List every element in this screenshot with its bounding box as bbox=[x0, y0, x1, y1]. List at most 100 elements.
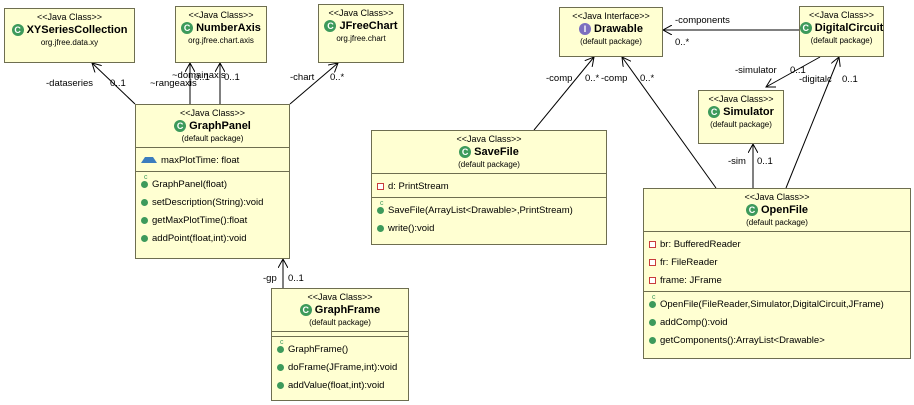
method-text: getMaxPlotTime():float bbox=[152, 214, 248, 226]
class-icon: C bbox=[745, 204, 758, 216]
class-icon: C bbox=[11, 24, 24, 36]
method-text: getComponents():ArrayList<Drawable> bbox=[660, 334, 825, 346]
private-field-icon bbox=[377, 182, 384, 190]
method-text: OpenFile(FileReader,Simulator,DigitalCir… bbox=[660, 298, 884, 310]
role-components: -components bbox=[675, 15, 730, 26]
methods-section: GraphFrame() doFrame(JFrame,int):void ad… bbox=[272, 337, 408, 396]
stereotype: <<Java Class>> bbox=[36, 12, 103, 22]
role-rangeaxis: ~rangeaxis bbox=[150, 78, 197, 89]
method-row[interactable]: SaveFile(ArrayList<Drawable>,PrintStream… bbox=[372, 200, 606, 219]
mult-chart: 0..* bbox=[330, 72, 345, 83]
constructor-icon bbox=[377, 200, 384, 214]
class-name: GraphPanel bbox=[189, 120, 251, 132]
method-row[interactable]: setDescription(String):void bbox=[136, 193, 289, 211]
public-method-icon bbox=[277, 363, 284, 371]
stereotype: <<Java Class>> bbox=[456, 134, 522, 144]
method-text: doFrame(JFrame,int):void bbox=[288, 361, 398, 373]
method-row[interactable]: GraphPanel(float) bbox=[136, 174, 289, 193]
public-method-icon bbox=[649, 336, 656, 344]
method-row[interactable]: getComponents():ArrayList<Drawable> bbox=[644, 331, 910, 349]
field-row[interactable]: fr: FileReader bbox=[644, 253, 910, 271]
package-name: (default package) bbox=[810, 36, 873, 45]
stereotype: <<Java Interface>> bbox=[572, 11, 650, 21]
field-row[interactable]: d: PrintStream bbox=[372, 177, 606, 195]
mult-rangeaxis: 0..1 bbox=[194, 72, 210, 83]
field-row[interactable]: frame: JFrame bbox=[644, 271, 910, 289]
class-icon: C bbox=[174, 120, 187, 132]
method-row[interactable]: OpenFile(FileReader,Simulator,DigitalCir… bbox=[644, 294, 910, 313]
protected-field-icon bbox=[141, 157, 157, 163]
mult-components: 0..* bbox=[675, 37, 690, 48]
private-field-icon bbox=[649, 258, 656, 266]
role-chart: -chart bbox=[290, 72, 315, 83]
role-comp-open: -comp bbox=[601, 73, 627, 84]
stereotype: <<Java Class>> bbox=[328, 8, 394, 18]
method-text: addComp():void bbox=[660, 316, 728, 328]
private-field-icon bbox=[649, 240, 656, 248]
constructor-icon bbox=[649, 294, 656, 308]
method-row[interactable]: addValue(float,int):void bbox=[272, 376, 408, 394]
fields-section: br: BufferedReader fr: FileReader frame:… bbox=[644, 232, 910, 292]
public-method-icon bbox=[377, 224, 384, 232]
class-name: JFreeChart bbox=[339, 20, 398, 32]
package-name: org.jfree.data.xy bbox=[40, 38, 99, 47]
class-icon: C bbox=[799, 22, 812, 34]
method-row[interactable]: write():void bbox=[372, 219, 606, 237]
mult-comp-open: 0..* bbox=[640, 73, 655, 84]
constructor-icon bbox=[141, 174, 148, 188]
class-icon: C bbox=[459, 146, 472, 158]
method-text: addPoint(float,int):void bbox=[152, 232, 247, 244]
method-text: write():void bbox=[388, 222, 435, 234]
fields-section: d: PrintStream bbox=[372, 174, 606, 198]
class-name: Simulator bbox=[723, 106, 774, 118]
assoc-comp-save-line bbox=[533, 57, 594, 131]
public-method-icon bbox=[649, 318, 656, 326]
field-text: br: BufferedReader bbox=[660, 238, 741, 250]
field-row[interactable]: maxPlotTime: float bbox=[136, 151, 289, 169]
mult-comp-save: 0..* bbox=[585, 73, 600, 84]
package-name: (default package) bbox=[580, 37, 642, 46]
method-row[interactable]: addComp():void bbox=[644, 313, 910, 331]
package-name: (default package) bbox=[710, 120, 772, 129]
public-method-icon bbox=[141, 198, 148, 206]
method-text: SaveFile(ArrayList<Drawable>,PrintStream… bbox=[388, 204, 573, 216]
interface-icon: I bbox=[579, 23, 592, 35]
class-icon: C bbox=[324, 20, 337, 32]
method-row[interactable]: addPoint(float,int):void bbox=[136, 229, 289, 247]
field-row[interactable]: br: BufferedReader bbox=[644, 235, 910, 253]
method-row[interactable]: getMaxPlotTime():float bbox=[136, 211, 289, 229]
stereotype: <<Java Class>> bbox=[179, 108, 246, 118]
mult-domainaxis: 0..1 bbox=[224, 72, 240, 83]
method-row[interactable]: GraphFrame() bbox=[272, 339, 408, 358]
stereotype: <<Java Class>> bbox=[744, 192, 810, 202]
methods-section: OpenFile(FileReader,Simulator,DigitalCir… bbox=[644, 292, 910, 351]
package-name: (default package) bbox=[458, 160, 520, 169]
method-row[interactable]: doFrame(JFrame,int):void bbox=[272, 358, 408, 376]
class-name: XYSeriesCollection bbox=[26, 24, 128, 36]
fields-section bbox=[272, 332, 408, 337]
assoc-dataseries-line bbox=[92, 63, 136, 105]
assoc-comp-open-line bbox=[622, 57, 717, 189]
class-icon: C bbox=[181, 22, 194, 34]
methods-section: SaveFile(ArrayList<Drawable>,PrintStream… bbox=[372, 198, 606, 239]
class-name: Drawable bbox=[594, 23, 643, 35]
public-method-icon bbox=[141, 234, 148, 242]
mult-dataseries: 0..1 bbox=[110, 78, 126, 89]
methods-section: GraphPanel(float) setDescription(String)… bbox=[136, 172, 289, 249]
role-dataseries: -dataseries bbox=[46, 78, 93, 89]
role-simulator: -simulator bbox=[735, 65, 777, 76]
assoc-digitalc-line bbox=[785, 57, 839, 189]
stereotype: <<Java Class>> bbox=[708, 94, 774, 104]
